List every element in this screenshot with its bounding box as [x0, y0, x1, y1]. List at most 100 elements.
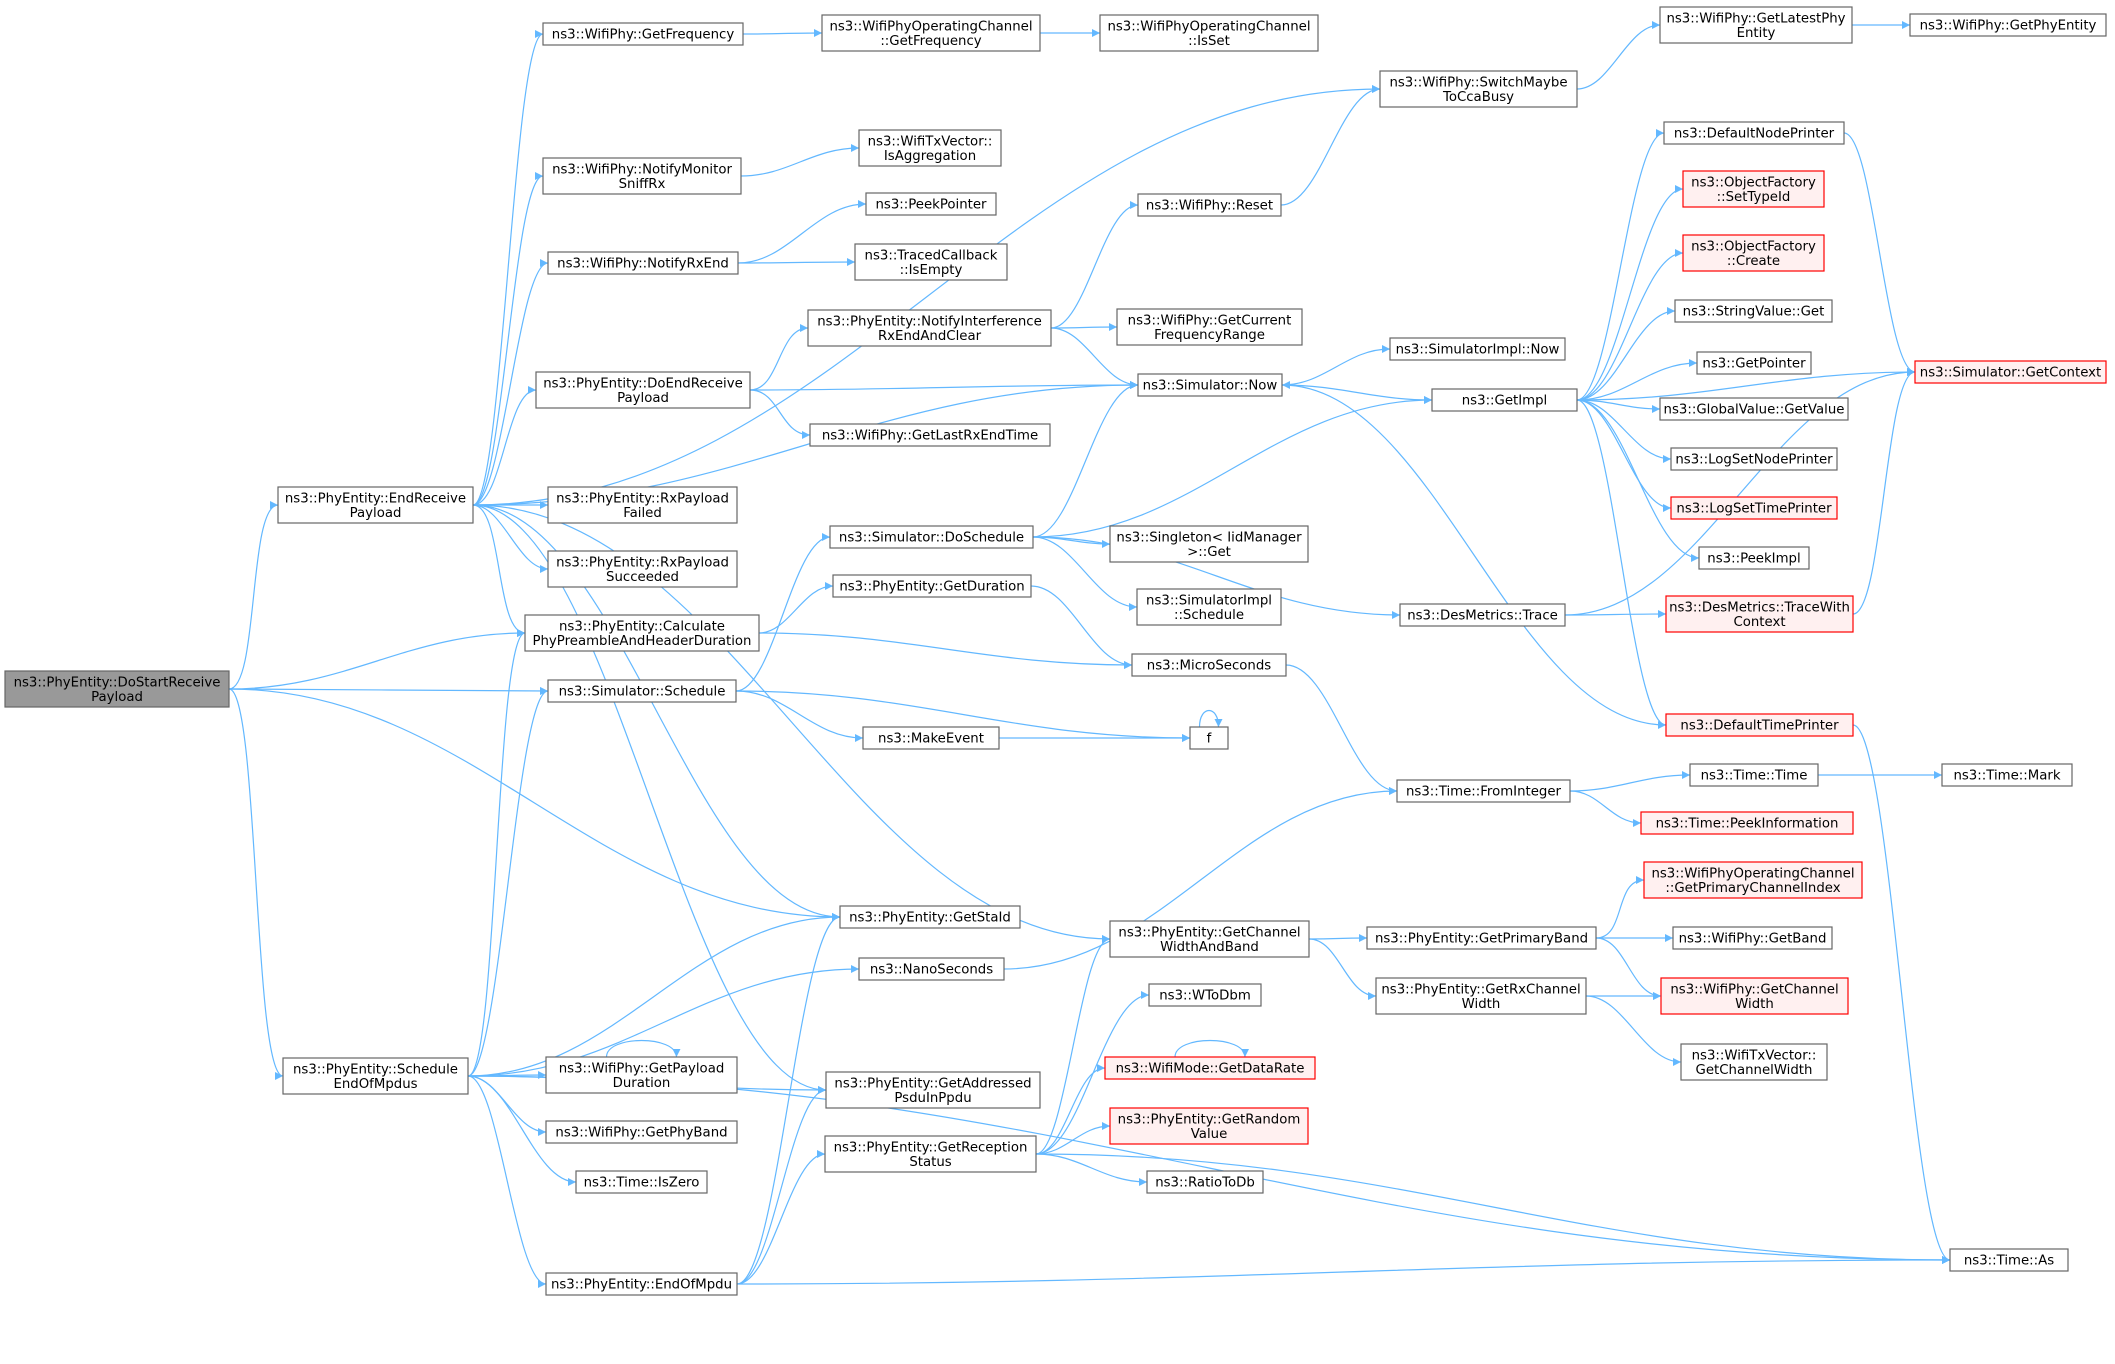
node-box[interactable] [1379, 70, 1578, 108]
node-opChIsSet[interactable]: ns3::WifiPhyOperatingChannel::IsSet [1099, 14, 1319, 52]
node-box[interactable] [547, 679, 737, 703]
node-getFrequency[interactable]: ns3::WifiPhy::GetFrequency [542, 22, 744, 46]
node-box[interactable] [839, 905, 1021, 929]
node-ratioToDb[interactable]: ns3::RatioToDb [1146, 1170, 1264, 1194]
node-box[interactable] [1366, 926, 1597, 950]
node-logSetNode[interactable]: ns3::LogSetNodePrinter [1670, 447, 1838, 471]
node-nanoSeconds[interactable]: ns3::NanoSeconds [858, 957, 1005, 981]
node-box[interactable] [824, 1135, 1037, 1173]
node-box[interactable] [547, 251, 739, 275]
node-getPrimaryChIdx[interactable]: ns3::WifiPhyOperatingChannel::GetPrimary… [1643, 861, 1863, 899]
node-timeAs[interactable]: ns3::Time::As [1949, 1248, 2069, 1272]
node-isAggregation[interactable]: ns3::WifiTxVector::IsAggregation [858, 129, 1002, 167]
node-box[interactable] [547, 486, 738, 524]
node-box[interactable] [1189, 726, 1229, 750]
node-ofCreate[interactable]: ns3::ObjectFactory::Create [1682, 234, 1825, 272]
node-box[interactable] [854, 243, 1008, 281]
node-box[interactable] [1941, 763, 2073, 787]
node-box[interactable] [1104, 1056, 1316, 1080]
node-calcPreamble[interactable]: ns3::PhyEntity::CalculatePhyPreambleAndH… [524, 614, 760, 652]
node-box[interactable] [1116, 308, 1303, 346]
node-box[interactable] [1109, 920, 1310, 958]
node-microSeconds[interactable]: ns3::MicroSeconds [1131, 653, 1287, 677]
node-box[interactable] [1375, 977, 1587, 1015]
node-wifiReset[interactable]: ns3::WifiPhy::Reset [1137, 193, 1282, 217]
node-box[interactable] [1682, 234, 1825, 272]
node-box[interactable] [829, 525, 1034, 549]
node-getDuration[interactable]: ns3::PhyEntity::GetDuration [832, 574, 1032, 598]
node-box[interactable] [1660, 977, 1849, 1015]
node-box[interactable] [832, 574, 1032, 598]
node-getLastRxEnd[interactable]: ns3::WifiPhy::GetLastRxEndTime [809, 423, 1051, 447]
node-box[interactable] [807, 309, 1052, 347]
node-stringValueGet[interactable]: ns3::StringValue::Get [1674, 299, 1833, 323]
node-box[interactable] [1696, 351, 1812, 375]
node-box[interactable] [1914, 360, 2107, 384]
node-box[interactable] [545, 1120, 738, 1144]
node-box[interactable] [545, 1056, 738, 1094]
node-getPhyBand[interactable]: ns3::WifiPhy::GetPhyBand [545, 1120, 738, 1144]
node-makeEvent[interactable]: ns3::MakeEvent [862, 726, 1000, 750]
node-fromInteger[interactable]: ns3::Time::FromInteger [1396, 779, 1571, 803]
node-box[interactable] [1659, 6, 1853, 44]
node-wifiGetBand[interactable]: ns3::WifiPhy::GetBand [1672, 926, 1833, 950]
node-box[interactable] [1909, 13, 2107, 37]
node-getPrimaryBand[interactable]: ns3::PhyEntity::GetPrimaryBand [1366, 926, 1597, 950]
node-simGetContext[interactable]: ns3::Simulator::GetContext [1914, 360, 2107, 384]
node-box[interactable] [1396, 779, 1571, 803]
node-box[interactable] [1680, 1043, 1828, 1081]
node-box[interactable] [1698, 546, 1810, 570]
node-wifiGetChWidth[interactable]: ns3::WifiPhy::GetChannelWidth [1660, 977, 1849, 1015]
node-box[interactable] [1431, 388, 1578, 412]
node-box[interactable] [1949, 1248, 2069, 1272]
node-box[interactable] [809, 423, 1051, 447]
node-box[interactable] [825, 1071, 1041, 1109]
node-box[interactable] [858, 129, 1002, 167]
node-simSchedule[interactable]: ns3::Simulator::Schedule [547, 679, 737, 703]
node-box[interactable] [547, 550, 738, 588]
node-box[interactable] [1670, 496, 1838, 520]
node-box[interactable] [1672, 926, 1833, 950]
node-txvGetChWidth[interactable]: ns3::WifiTxVector::GetChannelWidth [1680, 1043, 1828, 1081]
node-box[interactable] [1665, 713, 1854, 737]
node-box[interactable] [1682, 170, 1825, 208]
node-box[interactable] [1689, 763, 1819, 787]
node-logSetTime[interactable]: ns3::LogSetTimePrinter [1670, 496, 1838, 520]
node-box[interactable] [545, 1272, 738, 1296]
node-singletonGet[interactable]: ns3::Singleton< IidManager>::Get [1109, 525, 1309, 563]
node-box[interactable] [862, 726, 1000, 750]
node-desTrace[interactable]: ns3::DesMetrics::Trace [1399, 603, 1566, 627]
node-getStaId[interactable]: ns3::PhyEntity::GetStaId [839, 905, 1021, 929]
node-box[interactable] [1146, 1170, 1264, 1194]
node-box[interactable] [1389, 337, 1566, 361]
node-tracedIsEmpty[interactable]: ns3::TracedCallback::IsEmpty [854, 243, 1008, 281]
node-defaultTimePrinter[interactable]: ns3::DefaultTimePrinter [1665, 713, 1854, 737]
node-box[interactable] [282, 1057, 469, 1095]
node-box[interactable] [575, 1170, 708, 1194]
node-box[interactable] [1109, 525, 1309, 563]
node-box[interactable] [865, 192, 997, 216]
node-timeIsZero[interactable]: ns3::Time::IsZero [575, 1170, 708, 1194]
node-box[interactable] [821, 14, 1041, 52]
node-ofSetTypeId[interactable]: ns3::ObjectFactory::SetTypeId [1682, 170, 1825, 208]
node-getPhyEntity[interactable]: ns3::WifiPhy::GetPhyEntity [1909, 13, 2107, 37]
node-getImpl[interactable]: ns3::GetImpl [1431, 388, 1578, 412]
node-simImplSchedule[interactable]: ns3::SimulatorImpl::Schedule [1136, 588, 1282, 626]
node-notifyRxEnd[interactable]: ns3::WifiPhy::NotifyRxEnd [547, 251, 739, 275]
node-box[interactable] [542, 22, 744, 46]
node-endOfMpdu[interactable]: ns3::PhyEntity::EndOfMpdu [545, 1272, 738, 1296]
node-box[interactable] [1674, 299, 1833, 323]
node-box[interactable] [1659, 397, 1849, 421]
